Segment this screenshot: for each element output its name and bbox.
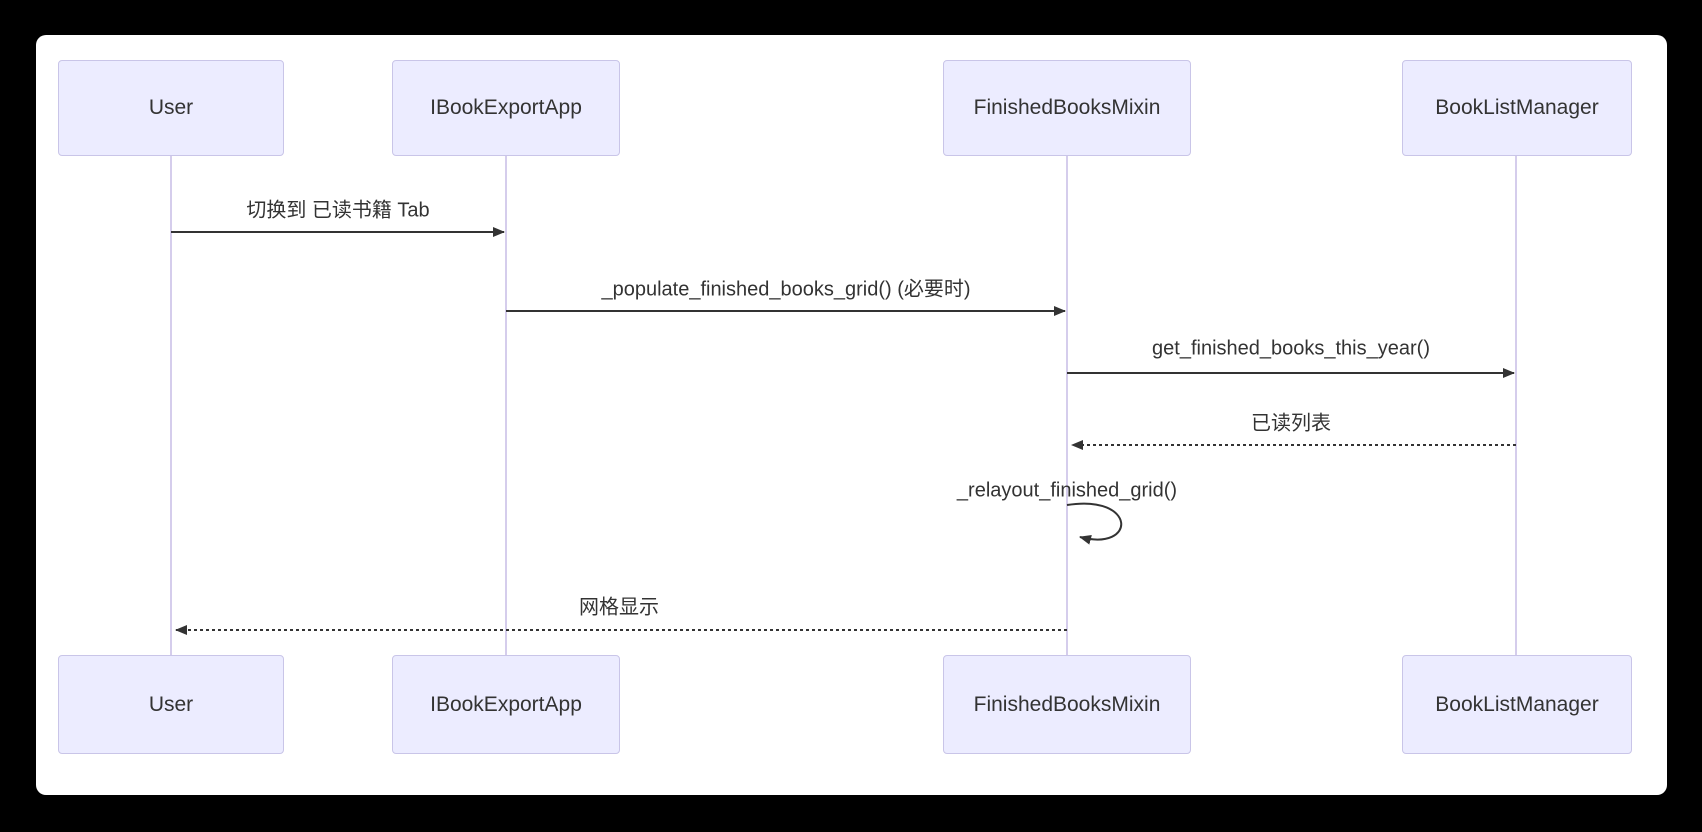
diagram-canvas: User IBookExportApp FinishedBooksMixin B… bbox=[36, 35, 1667, 795]
actor-label: BookListManager bbox=[1435, 96, 1599, 119]
message-label-5: _relayout_finished_grid() bbox=[956, 479, 1178, 502]
actor-label: IBookExportApp bbox=[430, 96, 582, 119]
message-label-2: _populate_finished_books_grid() (必要时) bbox=[601, 278, 971, 301]
message-label-4: 已读列表 bbox=[1251, 412, 1331, 435]
actor-label: IBookExportApp bbox=[430, 692, 582, 716]
actor-label: FinishedBooksMixin bbox=[973, 692, 1161, 716]
message-arrow-5-selfloop bbox=[1066, 502, 1123, 545]
actor-label: FinishedBooksMixin bbox=[973, 96, 1161, 119]
actor-box-finishedbooksmixin-bottom: FinishedBooksMixin bbox=[943, 655, 1191, 754]
actor-box-finishedbooksmixin-top: FinishedBooksMixin bbox=[943, 60, 1191, 156]
actor-box-ibookexportapp-bottom: IBookExportApp bbox=[392, 655, 620, 754]
actor-box-user-bottom: User bbox=[58, 655, 284, 754]
actor-label: User bbox=[148, 96, 194, 119]
actor-label: BookListManager bbox=[1435, 692, 1599, 716]
actor-box-ibookexportapp-top: IBookExportApp bbox=[392, 60, 620, 156]
actor-label: User bbox=[148, 692, 194, 716]
actor-box-booklistmanager-bottom: BookListManager bbox=[1402, 655, 1632, 754]
actor-box-user-top: User bbox=[58, 60, 284, 156]
message-label-6: 网格显示 bbox=[579, 596, 659, 619]
message-label-3: get_finished_books_this_year() bbox=[1152, 337, 1430, 360]
diagram-lines-layer bbox=[170, 156, 1517, 655]
actor-box-booklistmanager-top: BookListManager bbox=[1402, 60, 1632, 156]
message-label-1: 切换到 已读书籍 Tab bbox=[246, 199, 430, 222]
